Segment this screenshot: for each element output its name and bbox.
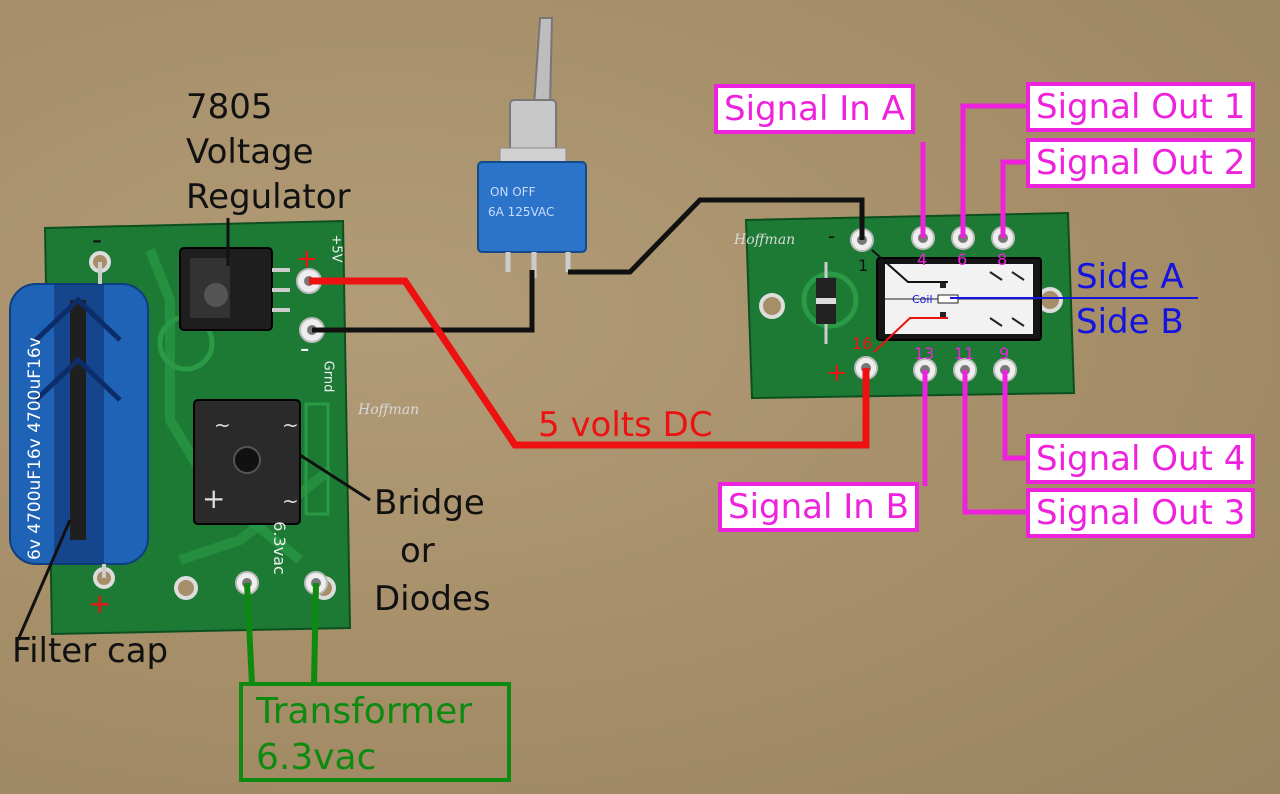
svg-text:~: ~ — [282, 489, 299, 513]
pin-6-label: 6 — [957, 250, 968, 269]
side-b-label: Side B — [1076, 302, 1184, 342]
transformer-wire-b — [311, 582, 319, 685]
svg-text:ON OFF: ON OFF — [490, 185, 536, 199]
filter-capacitor: 6v 4700uF16v 4700uF16v — [9, 262, 149, 578]
side-a-label: Side A — [1076, 257, 1184, 297]
transformer-label-2: 6.3vac — [256, 737, 377, 778]
relay-plus-mark: + — [826, 358, 848, 388]
pin-9-label: 9 — [999, 344, 1010, 363]
svg-text:+: + — [202, 482, 225, 515]
signal-leaders — [920, 103, 1028, 515]
svg-text:6A 125VAC: 6A 125VAC — [488, 205, 554, 219]
output-minus-mark: - — [300, 334, 310, 364]
relay-board — [744, 211, 1076, 400]
signal-out-4-box: Signal Out 4 — [1026, 434, 1256, 484]
signal-in-b-box: Signal In B — [718, 482, 919, 532]
transformer-wire-a — [244, 582, 255, 685]
relay-minus-mark: - — [828, 224, 836, 248]
coil-text: Coil — [912, 293, 933, 306]
bridge-label-3: Diodes — [374, 579, 491, 619]
regulator-label-1: 7805 — [186, 87, 273, 127]
toggle-switch: ON OFF 6A 125VAC — [477, 17, 587, 278]
pin-16-label: 16 — [852, 334, 873, 353]
cap-minus-mark: - — [92, 223, 103, 256]
callout-lines — [16, 218, 371, 641]
transformer-label-1: Transformer — [256, 691, 473, 732]
cap-plus-mark: + — [88, 587, 112, 620]
regulator-label-3: Regulator — [186, 177, 351, 217]
positive-wire — [309, 277, 870, 449]
vac-silk: 6.3vac — [269, 521, 289, 575]
pin-13-label: 13 — [914, 344, 935, 363]
plus5v-silk: +5V — [328, 234, 344, 263]
signal-out-3-box: Signal Out 3 — [1026, 488, 1256, 538]
ground-wire — [312, 270, 535, 333]
pin-8-label: 8 — [997, 250, 1008, 269]
switch-wire — [568, 197, 865, 275]
bridge-label-1: Bridge — [374, 483, 485, 523]
transformer-box — [239, 682, 511, 782]
svg-text:6v 4700uF16v 4700uF16v: 6v 4700uF16v 4700uF16v — [25, 337, 45, 560]
signature-relay: Hoffman — [734, 232, 796, 248]
grnd-silk: Grnd — [320, 360, 336, 393]
output-plus-mark: + — [296, 244, 318, 274]
svg-text:~: ~ — [282, 413, 299, 437]
signal-in-a-box: Signal In A — [714, 84, 915, 134]
pin-1-label: 1 — [858, 256, 869, 275]
signature-supply: Hoffman — [358, 402, 420, 418]
regulator-label-2: Voltage — [186, 132, 314, 172]
filter-cap-label: Filter cap — [12, 631, 169, 671]
signal-out-1-box: Signal Out 1 — [1026, 82, 1256, 132]
coil-leader-black — [871, 249, 948, 283]
coil-leader-red — [873, 317, 948, 353]
pin-11-label: 11 — [954, 344, 975, 363]
five-volts-label: 5 volts DC — [538, 405, 713, 445]
pin-4-label: 4 — [917, 250, 928, 269]
signal-out-2-box: Signal Out 2 — [1026, 138, 1256, 188]
bridge-label-2: or — [400, 531, 435, 571]
svg-text:~: ~ — [214, 413, 231, 437]
